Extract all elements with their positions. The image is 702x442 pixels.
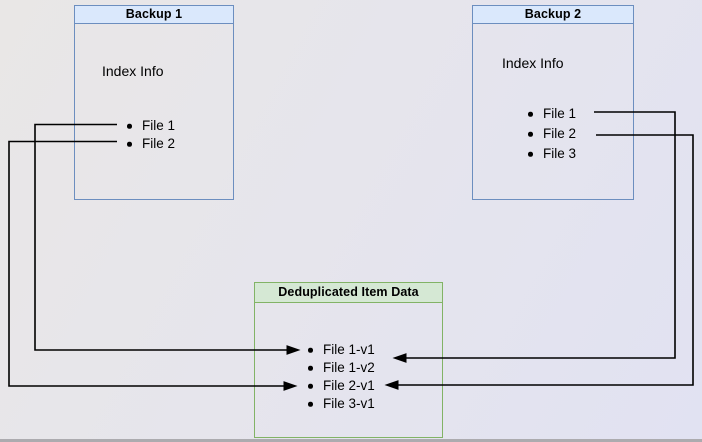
backup1-file-item: File 2 xyxy=(126,135,175,153)
backup1-index-info-label: Index Info xyxy=(102,63,164,79)
backup2-index-info-label: Index Info xyxy=(502,55,564,71)
backup2-title: Backup 2 xyxy=(473,6,633,24)
dedup-item: File 2-v1 xyxy=(307,377,375,395)
dedup-item: File 3-v1 xyxy=(307,395,375,413)
backup2-file-item: File 1 xyxy=(527,104,576,124)
dedup-item: File 1-v2 xyxy=(307,359,375,377)
backup2-file-item: File 2 xyxy=(527,124,576,144)
dedup-item: File 1-v1 xyxy=(307,341,375,359)
dedup-title: Deduplicated Item Data xyxy=(255,283,442,303)
backup2-file-item: File 3 xyxy=(527,144,576,164)
backup1-file-item: File 1 xyxy=(126,117,175,135)
backup1-title: Backup 1 xyxy=(75,6,233,24)
window-bottom-edge xyxy=(0,439,702,442)
